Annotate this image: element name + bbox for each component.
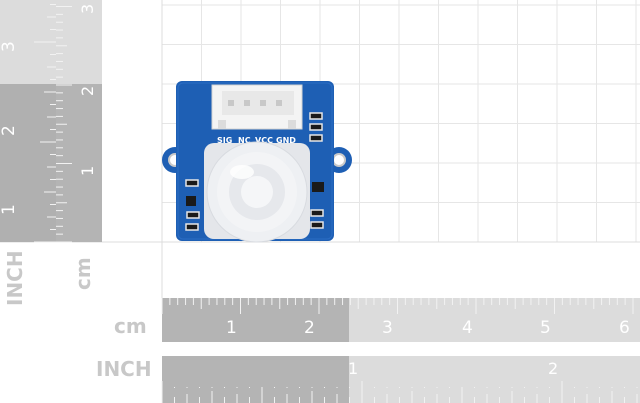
left-inch-number-3: 3 <box>0 41 19 52</box>
pir-sensor-board: SIG NC VCC GND <box>162 81 352 243</box>
smd-components <box>185 112 324 231</box>
bottom-cm-number-1: 1 <box>226 318 237 338</box>
left-inch-number-1: 1 <box>0 204 19 215</box>
bottom-cm-ruler: 1 2 3 4 5 6 <box>161 298 640 342</box>
left-cm-number-1: 1 <box>78 166 97 176</box>
bottom-inch-number-2: 2 <box>548 359 558 378</box>
pin-label-nc: NC <box>238 136 251 145</box>
left-inch-ruler: 3 <box>0 0 56 243</box>
bottom-cm-number-3: 3 <box>382 318 393 338</box>
left-cm-label: cm <box>71 257 95 290</box>
bottom-inch-number-1: 1 <box>348 359 358 378</box>
bottom-cm-number-5: 5 <box>540 318 551 338</box>
left-inch-number-2: 2 <box>0 125 19 136</box>
grove-connector <box>211 84 303 130</box>
pin-label-vcc: VCC <box>255 136 273 145</box>
bottom-inch-label: INCH <box>96 357 152 381</box>
bottom-cm-number-2: 2 <box>304 318 315 338</box>
left-cm-number-2: 2 <box>78 86 97 96</box>
bottom-inch-ruler: 1 2 <box>161 356 640 403</box>
left-cm-number-3: 3 <box>78 4 97 14</box>
left-inch-label: INCH <box>3 250 27 306</box>
bottom-cm-label: cm <box>114 314 147 338</box>
pin-label-gnd: GND <box>276 136 296 145</box>
pir-dome-lens <box>204 141 310 243</box>
bottom-cm-number-6: 6 <box>619 318 630 338</box>
pin-label-sig: SIG <box>217 136 232 145</box>
bottom-cm-number-4: 4 <box>462 318 473 338</box>
left-cm-ruler: 3 2 1 <box>56 0 102 243</box>
